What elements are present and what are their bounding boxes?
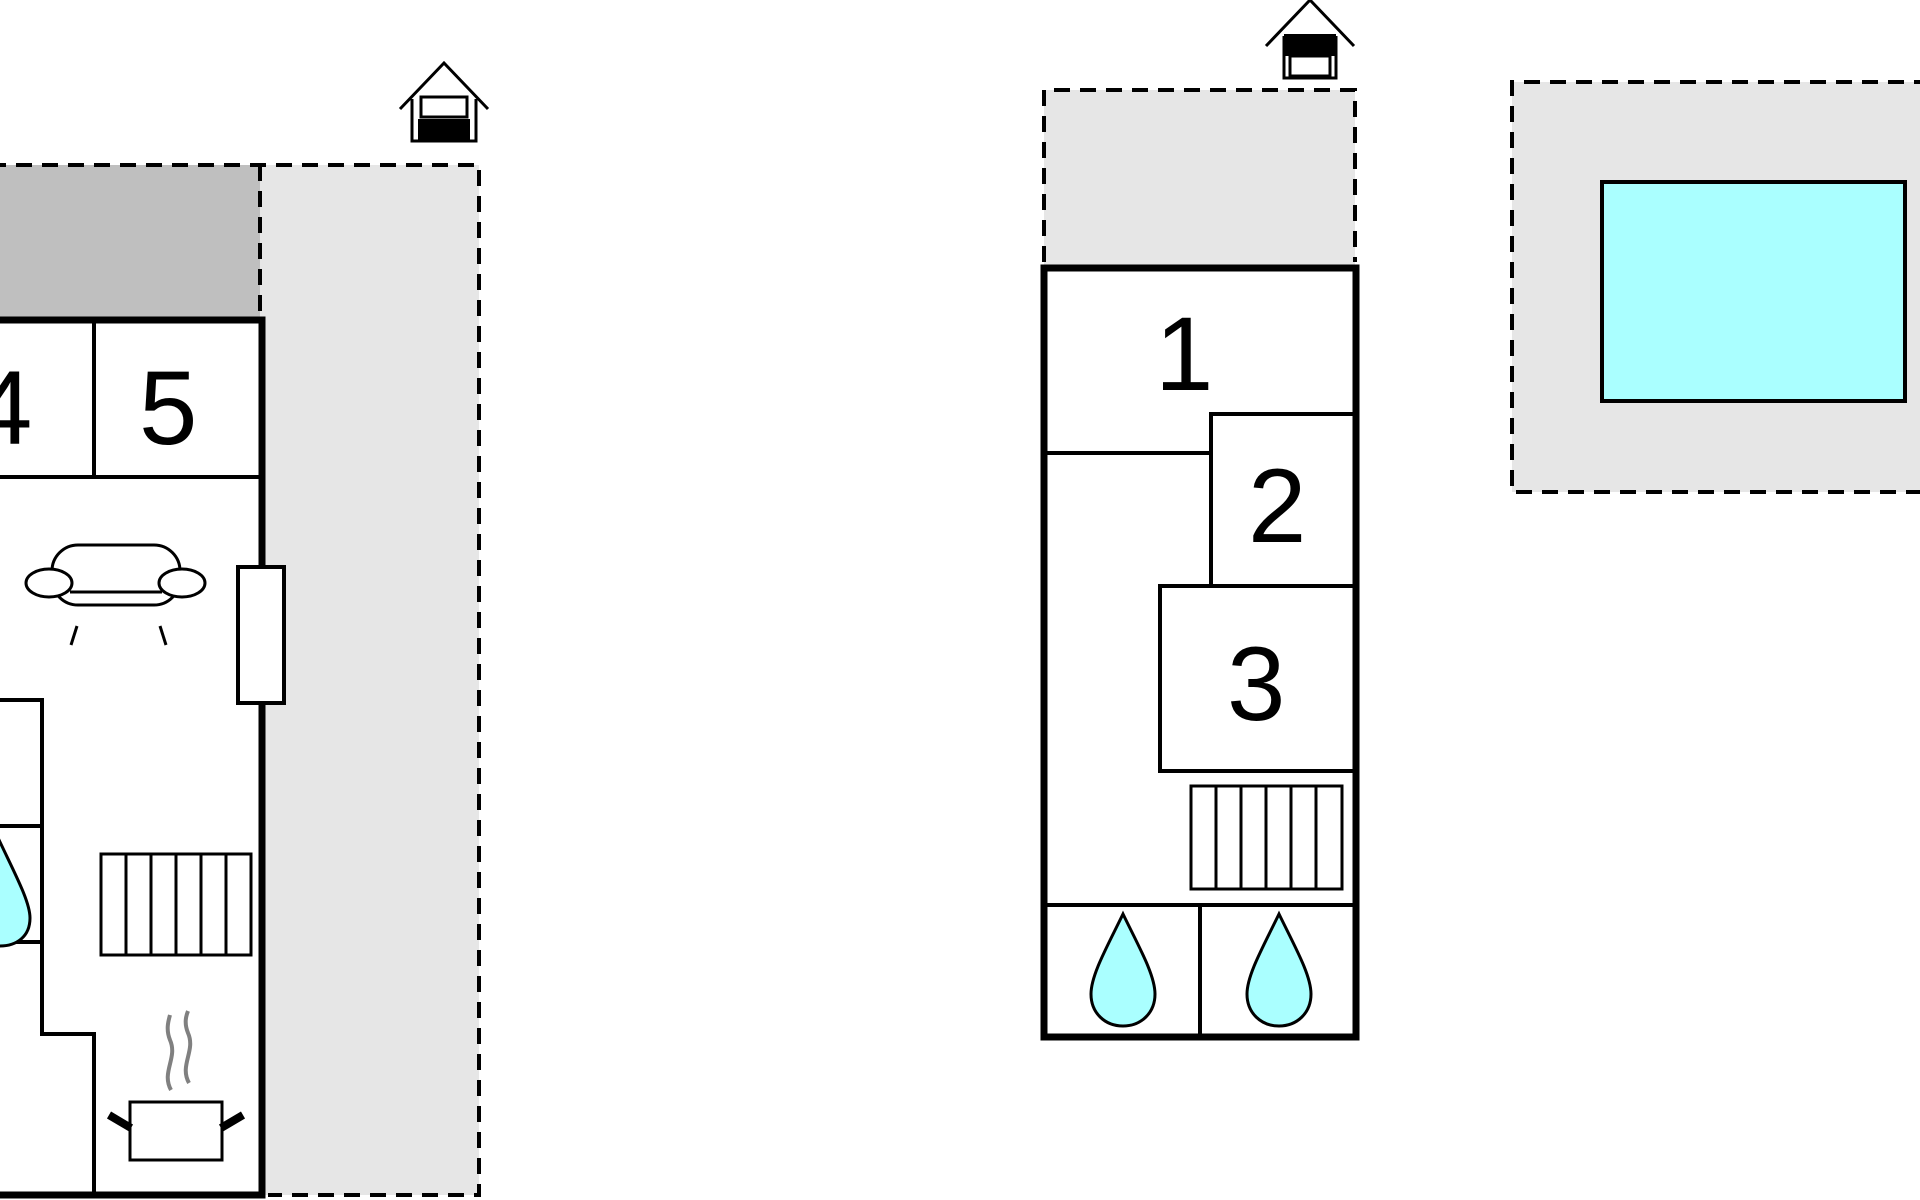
- water-drop-icon: [0, 838, 32, 948]
- terrace-outline: [0, 163, 481, 1197]
- room-number-5: 5: [139, 350, 197, 467]
- right-building: 1 2 3: [1040, 0, 1360, 1041]
- stairs-icon: [99, 852, 253, 957]
- right-interior-walls: [1044, 412, 1354, 1035]
- house-entrance-icon: [398, 60, 490, 143]
- left-building-walls: [0, 316, 266, 1199]
- sofa-icon: [24, 543, 207, 646]
- water-drop-icon: [1089, 910, 1157, 1028]
- pool-area: [1510, 80, 1920, 494]
- pool-terrace-outline: [1510, 80, 1920, 494]
- left-interior-walls: [0, 320, 262, 1195]
- left-building: 4 5 6: [0, 60, 490, 1199]
- right-building-walls: [1040, 264, 1360, 1041]
- cooking-pot-icon: [106, 1010, 246, 1162]
- top-terrace-outline: [1042, 88, 1357, 262]
- house-entrance-icon: [1264, 0, 1356, 80]
- left-building-interior: [0, 318, 261, 1198]
- top-terrace: [1044, 90, 1355, 266]
- stairs-icon: [1189, 784, 1344, 891]
- swimming-pool: [1600, 180, 1907, 403]
- water-drop-icon: [1245, 910, 1313, 1028]
- room-number-3: 3: [1227, 626, 1285, 743]
- side-terrace: [260, 165, 479, 1195]
- covered-terrace: [0, 165, 263, 317]
- room-number-4: 4: [0, 350, 32, 467]
- window-icon: [236, 565, 286, 705]
- room-number-1: 1: [1155, 296, 1213, 413]
- room-number-2: 2: [1248, 448, 1306, 565]
